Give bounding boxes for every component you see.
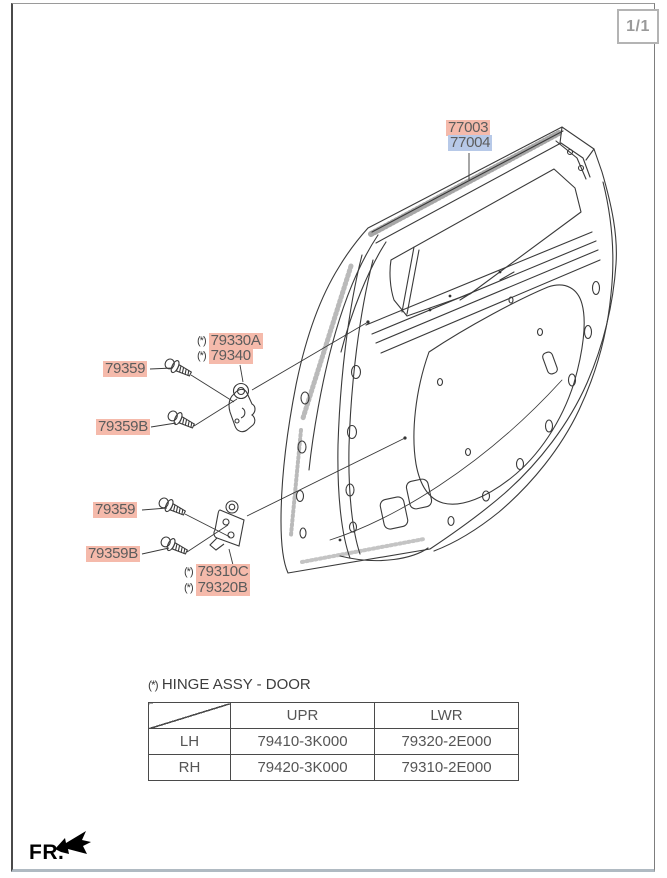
hinge-table-title: (*) HINGE ASSY - DOOR xyxy=(148,676,311,693)
part-label-77004[interactable]: 77004 xyxy=(448,134,493,151)
substitution-mark: (*) xyxy=(184,582,194,594)
part-number[interactable]: 79340 xyxy=(208,347,253,364)
part-label-79359B-lower[interactable]: 79359B xyxy=(86,546,140,562)
hinge-table: UPR LWR LH 79410-3K000 79320-2E000 RH 79… xyxy=(148,702,519,781)
leader-lines xyxy=(141,153,470,566)
part-number[interactable]: 79359B xyxy=(96,418,150,435)
part-label-79359-lower[interactable]: 79359 xyxy=(93,501,138,518)
part-number-cell: 79420-3K000 xyxy=(230,754,375,781)
substitution-mark: (*) xyxy=(148,678,159,692)
part-number-cell: 79310-2E000 xyxy=(374,754,519,781)
part-number[interactable]: 79359 xyxy=(93,501,138,518)
hinge-table-title-text: HINGE ASSY - DOOR xyxy=(161,676,311,693)
part-label-79359B-upper[interactable]: 79359B xyxy=(96,419,150,435)
part-number[interactable]: 79330A xyxy=(208,332,263,349)
substitution-mark: (*) xyxy=(197,335,207,347)
substitution-mark: (*) xyxy=(197,350,207,362)
part-label-77003[interactable]: 77003 xyxy=(446,119,491,136)
lower-hinge-drawing xyxy=(209,500,245,551)
hinge-table-col-lwr: LWR xyxy=(374,702,519,729)
hinge-table-col-upr: UPR xyxy=(230,702,375,729)
front-direction-arrow-icon xyxy=(55,831,91,854)
part-number[interactable]: 77003 xyxy=(446,119,491,136)
part-number[interactable]: 79310C xyxy=(195,563,251,580)
row-label: RH xyxy=(148,754,231,781)
row-label: LH xyxy=(148,728,231,755)
hinge-table-diagonal-cell xyxy=(148,702,231,729)
part-label-79359-upper[interactable]: 79359 xyxy=(103,360,148,377)
part-label-79340[interactable]: (*) 79340 xyxy=(197,348,253,364)
page-indicator: 1/1 xyxy=(617,9,659,44)
part-number-cell: 79320-2E000 xyxy=(374,728,519,755)
upper-hinge-drawing xyxy=(228,382,256,433)
bolt-drawings xyxy=(156,355,197,559)
table-row-lh: LH 79410-3K000 79320-2E000 xyxy=(148,728,519,755)
part-label-79330A[interactable]: (*) 79330A xyxy=(197,333,263,349)
part-number-cell: 79410-3K000 xyxy=(230,728,375,755)
door-outline xyxy=(280,126,617,574)
part-label-79310C[interactable]: (*) 79310C xyxy=(184,563,251,580)
page-indicator-text: 1/1 xyxy=(626,17,650,35)
hinge-table-header-row: UPR LWR xyxy=(148,702,519,729)
substitution-mark: (*) xyxy=(184,566,194,578)
part-number[interactable]: 79359 xyxy=(103,360,148,377)
table-row-rh: RH 79420-3K000 79310-2E000 xyxy=(148,754,519,781)
part-number[interactable]: 79359B xyxy=(86,545,140,562)
part-label-79320B[interactable]: (*) 79320B xyxy=(184,580,250,596)
front-direction-label: FR. xyxy=(29,841,65,864)
part-number[interactable]: 77004 xyxy=(448,134,493,151)
part-number[interactable]: 79320B xyxy=(195,579,250,596)
